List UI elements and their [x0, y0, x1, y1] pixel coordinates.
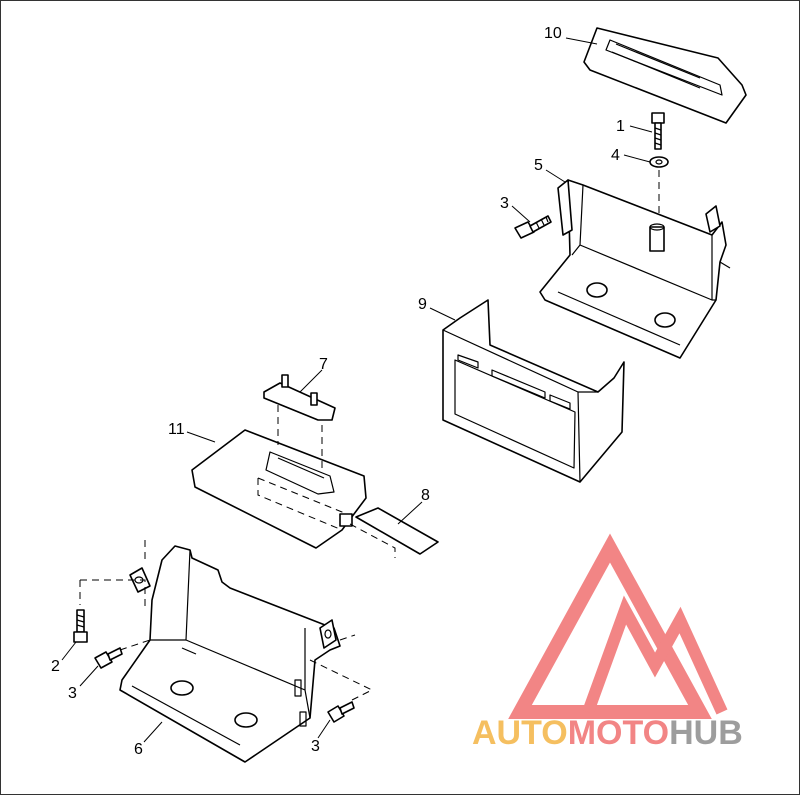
callout-7: 7: [319, 356, 328, 373]
part-10-cover: [583, 27, 747, 124]
part-1-bolt: [651, 112, 665, 150]
svg-text:AUTOMOTOHUB: AUTOMOTOHUB: [472, 714, 743, 752]
part-8-strap: [349, 507, 439, 558]
callout-3-lower-right: 3: [311, 738, 320, 755]
part-9-shield: [442, 299, 625, 483]
watermark-auto: AUTO: [472, 714, 568, 752]
part-11-cover: [191, 405, 367, 549]
part-6-lower-tray: [119, 545, 341, 763]
part-2-bolt: [73, 609, 88, 643]
callout-11: 11: [168, 421, 185, 438]
part-3-screw-upper: [514, 215, 552, 239]
part-5-upper-tray: [539, 179, 731, 359]
callout-8: 8: [421, 487, 430, 504]
callout-2: 2: [51, 658, 60, 675]
callout-4: 4: [611, 147, 620, 164]
callout-5: 5: [534, 157, 543, 174]
callout-labels: 10 1 4 5 3 9 7 11 8 2 3 6 3: [51, 25, 625, 758]
watermark-moto: MOTO: [568, 714, 669, 752]
callout-6: 6: [134, 741, 143, 758]
callout-3-lower-left: 3: [68, 685, 77, 702]
watermark-triangle-logo-icon: [508, 533, 728, 719]
callout-9: 9: [418, 296, 427, 313]
leader-lines: [61, 37, 653, 743]
part-4-washer: [649, 156, 669, 168]
callout-3-upper: 3: [500, 195, 509, 212]
part-3-screw-lower-right: [327, 701, 355, 723]
part-3-screw-lower-left: [94, 647, 123, 669]
callout-10: 10: [544, 25, 562, 42]
part-7-clamp: [263, 374, 336, 421]
watermark-hub: HUB: [669, 714, 743, 752]
automotohub-watermark: AUTOMOTOHUB: [472, 533, 743, 752]
callout-1: 1: [616, 118, 625, 135]
